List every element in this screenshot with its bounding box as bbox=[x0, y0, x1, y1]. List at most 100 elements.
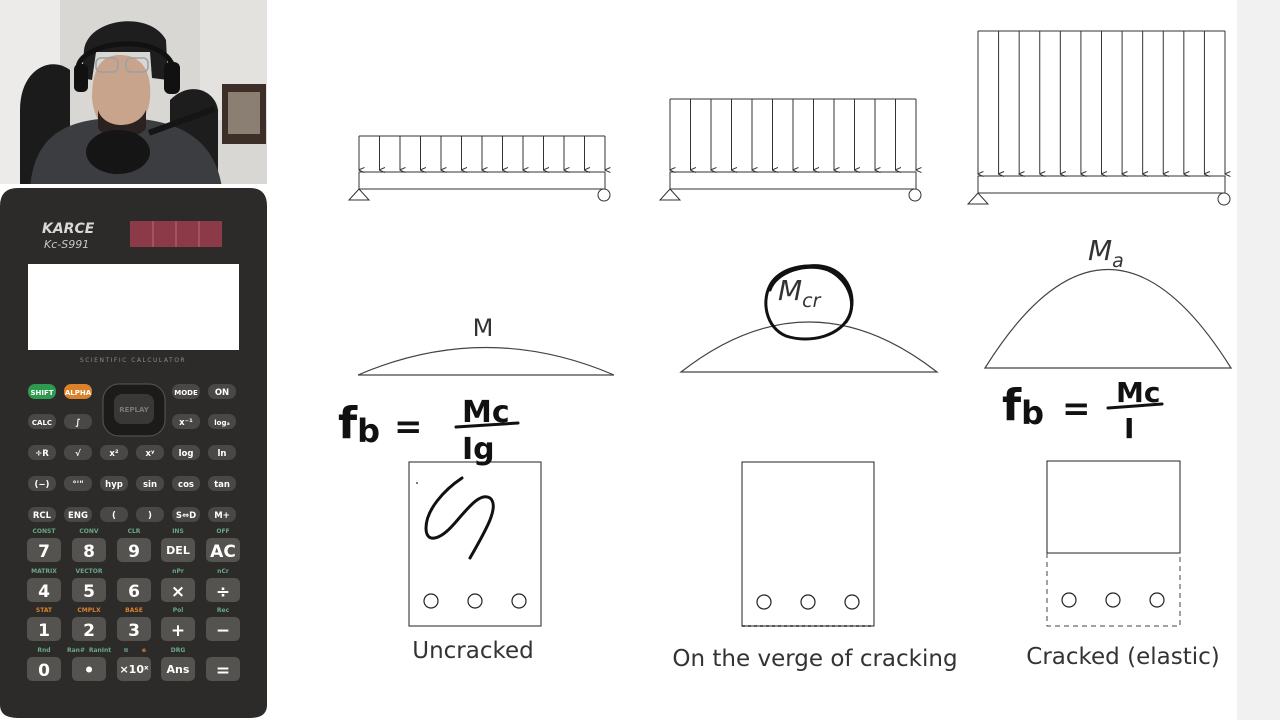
key-sublabel: BASE bbox=[125, 607, 143, 614]
key-sublabel: CONV bbox=[79, 528, 99, 535]
key-sublabel: MATRIX bbox=[31, 568, 57, 575]
key-row2-3[interactable]: x⁻¹ bbox=[172, 414, 200, 429]
key-num2-0[interactable]: 4 bbox=[27, 578, 61, 602]
key-num1-0[interactable]: 7 bbox=[27, 538, 61, 562]
key-row2-2[interactable]: ∫ bbox=[64, 414, 92, 429]
formula-right: fb = Mc I bbox=[1002, 376, 1164, 445]
key-row1-1[interactable]: ALPHA bbox=[64, 384, 92, 399]
pin-support bbox=[658, 188, 682, 201]
key-sublabel: Rnd bbox=[37, 647, 50, 654]
key-num4-1[interactable]: • bbox=[72, 657, 106, 681]
key-num4-0[interactable]: 0 bbox=[27, 657, 61, 681]
key-row4-0[interactable]: (−) bbox=[28, 476, 56, 491]
key-row3-5[interactable]: ln bbox=[208, 445, 236, 460]
section-cracked bbox=[1046, 460, 1181, 627]
key-num3-4[interactable]: − bbox=[206, 617, 240, 641]
key-sublabel: Rec bbox=[217, 607, 230, 614]
key-num2-2[interactable]: 6 bbox=[117, 578, 151, 602]
roller-support bbox=[908, 188, 922, 202]
key-sublabel: nPr bbox=[172, 568, 184, 575]
key-num4-3[interactable]: Ans bbox=[161, 657, 195, 681]
key-label: 9 bbox=[128, 542, 140, 562]
key-row1-3[interactable]: ON bbox=[208, 384, 236, 399]
key-num4-4[interactable]: = bbox=[206, 657, 240, 681]
key-label: ALPHA bbox=[65, 389, 92, 397]
key-row4-4[interactable]: cos bbox=[172, 476, 200, 491]
pen-dot bbox=[416, 482, 418, 484]
key-label: 0 bbox=[38, 661, 50, 681]
key-num3-1[interactable]: 2 bbox=[72, 617, 106, 641]
key-row2-1[interactable]: CALC bbox=[28, 414, 56, 429]
key-label: √ bbox=[75, 449, 81, 459]
key-sublabel: VECTOR bbox=[76, 568, 103, 575]
key-label: 1 bbox=[38, 621, 50, 641]
key-label: 8 bbox=[83, 542, 95, 562]
key-sublabel: CLR bbox=[128, 528, 141, 535]
key-row1-2[interactable]: MODE bbox=[172, 384, 200, 399]
svg-text:fb: fb bbox=[1002, 380, 1044, 432]
key-row4-3[interactable]: sin bbox=[136, 476, 164, 491]
key-num2-3[interactable]: × bbox=[161, 578, 195, 602]
key-label: °'" bbox=[72, 480, 83, 490]
key-num2-4[interactable]: ÷ bbox=[206, 578, 240, 602]
key-sublabel: CONST bbox=[33, 528, 57, 535]
svg-text:Ig: Ig bbox=[462, 432, 495, 467]
key-row5-2[interactable]: ( bbox=[100, 507, 128, 522]
key-sublabel: DRG bbox=[171, 647, 186, 654]
key-row5-0[interactable]: RCL bbox=[28, 507, 56, 522]
key-row1-0[interactable]: SHIFT bbox=[28, 384, 56, 399]
key-row3-1[interactable]: √ bbox=[64, 445, 92, 460]
calculator: KARCE Kc-S991 SCIENTIFIC CALCULATOR REPL… bbox=[0, 188, 267, 720]
key-num4-2[interactable]: ×10ˣ bbox=[117, 657, 151, 681]
key-num3-3[interactable]: + bbox=[161, 617, 195, 641]
key-label: • bbox=[84, 661, 95, 681]
beam-3 bbox=[966, 30, 1231, 206]
key-row5-4[interactable]: S⇔D bbox=[172, 507, 200, 522]
key-sublabel: CMPLX bbox=[77, 607, 101, 614]
replay-pad[interactable]: REPLAY bbox=[102, 383, 166, 437]
caption-verge: On the verge of cracking bbox=[672, 646, 957, 672]
key-label: logₐ bbox=[214, 419, 229, 427]
key-num1-3[interactable]: DEL bbox=[161, 538, 195, 562]
key-row3-2[interactable]: x² bbox=[100, 445, 128, 460]
key-sublabel: nCr bbox=[217, 568, 229, 575]
key-row5-1[interactable]: ENG bbox=[64, 507, 92, 522]
key-label: ln bbox=[218, 449, 227, 459]
key-num1-2[interactable]: 9 bbox=[117, 538, 151, 562]
key-num1-1[interactable]: 8 bbox=[72, 538, 106, 562]
key-num1-4[interactable]: AC bbox=[206, 538, 240, 562]
caption-cracked: Cracked (elastic) bbox=[1026, 644, 1219, 670]
key-row5-5[interactable]: M+ bbox=[208, 507, 236, 522]
key-label: 7 bbox=[38, 542, 50, 562]
key-sublabel: Pol bbox=[173, 607, 184, 614]
key-row4-2[interactable]: hyp bbox=[100, 476, 128, 491]
key-sublabel: STAT bbox=[36, 607, 53, 614]
loaded-beams bbox=[347, 30, 1231, 206]
key-label: SHIFT bbox=[30, 389, 53, 397]
key-row4-5[interactable]: tan bbox=[208, 476, 236, 491]
key-row5-3[interactable]: ) bbox=[136, 507, 164, 522]
key-num3-2[interactable]: 3 bbox=[117, 617, 151, 641]
key-label: x⁻¹ bbox=[179, 418, 193, 428]
key-row3-0[interactable]: ÷R bbox=[28, 445, 56, 460]
moment-label-middle: Mcr bbox=[778, 274, 822, 312]
key-label: M+ bbox=[214, 511, 230, 521]
key-label: (−) bbox=[35, 480, 50, 490]
pin-support bbox=[966, 192, 990, 205]
svg-text:=: = bbox=[1062, 389, 1091, 429]
key-label: 4 bbox=[38, 582, 50, 602]
key-num3-0[interactable]: 1 bbox=[27, 617, 61, 641]
key-row3-3[interactable]: xʸ bbox=[136, 445, 164, 460]
calculator-brand: KARCE bbox=[42, 221, 95, 237]
key-label: DEL bbox=[166, 544, 190, 557]
key-label: ×10ˣ bbox=[119, 663, 149, 676]
key-row2-4[interactable]: logₐ bbox=[208, 414, 236, 429]
svg-text:=: = bbox=[394, 407, 423, 447]
key-row3-4[interactable]: log bbox=[172, 445, 200, 460]
key-row4-1[interactable]: °'" bbox=[64, 476, 92, 491]
beam-body bbox=[669, 171, 917, 190]
key-label: = bbox=[216, 661, 230, 681]
key-num2-1[interactable]: 5 bbox=[72, 578, 106, 602]
key-label: sin bbox=[143, 480, 157, 490]
beam-1 bbox=[347, 135, 611, 202]
